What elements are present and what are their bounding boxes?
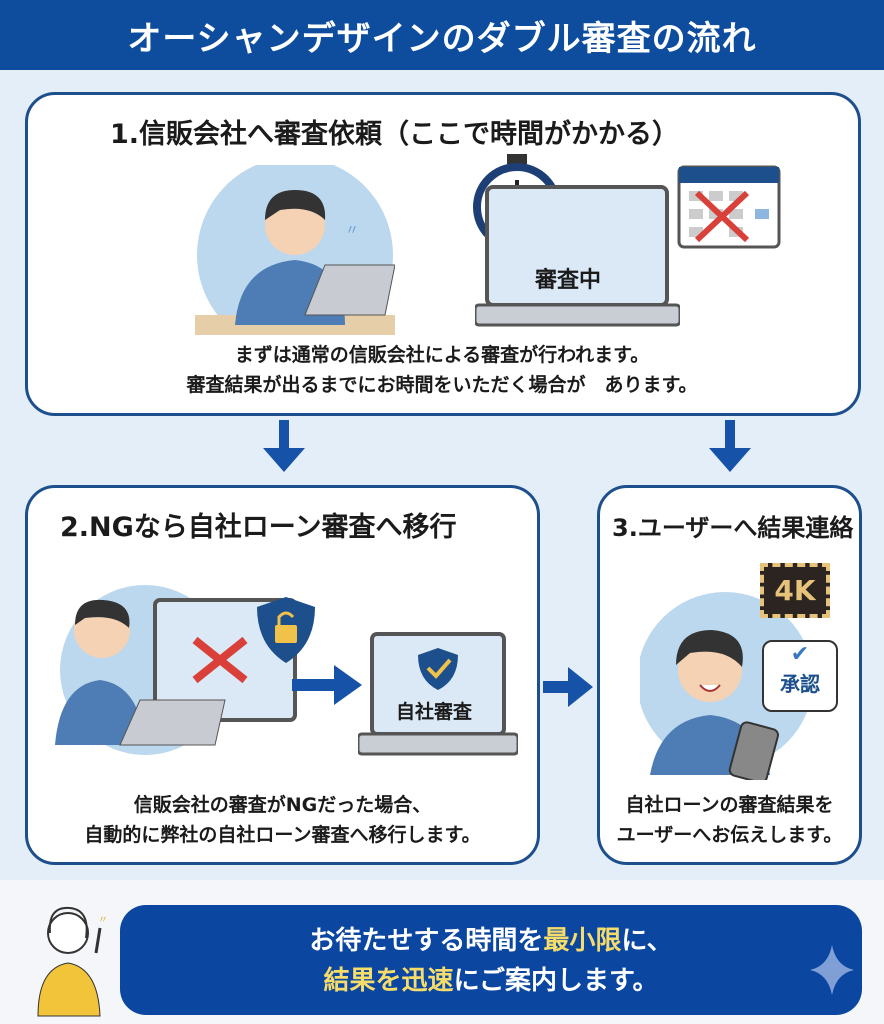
summary-text: に、 xyxy=(621,926,673,956)
step3-title: 3.ユーザーへ結果連絡 xyxy=(612,514,854,542)
arrow-right-icon xyxy=(543,667,593,707)
step2-description-line2: 自動的に弊社の自社ローン審査へ移行します。 xyxy=(84,824,481,846)
summary-line1: お待たせする時間を最小限に、 xyxy=(120,921,862,961)
in-house-review-label: 自社審査 xyxy=(396,701,473,723)
step1-card xyxy=(25,92,861,416)
sparkle-icon xyxy=(810,945,854,995)
summary-text: お待たせする時間を xyxy=(309,926,544,956)
arrow-down-icon xyxy=(709,420,751,475)
page-title: オーシャンデザインのダブル審査の流れ xyxy=(0,0,884,70)
check-icon: ✔ xyxy=(790,642,810,667)
step2-title: 2.NGなら自社ローン審査へ移行 xyxy=(60,512,457,543)
summary-text: にご案内します。 xyxy=(453,966,659,996)
worried-person-illustration: 〃 xyxy=(195,165,395,335)
summary-banner: お待たせする時間を最小限に、 結果を迅速にご案内します。 xyxy=(120,905,862,1015)
arrow-down-icon xyxy=(263,420,305,475)
laptop-in-house-review xyxy=(358,630,518,770)
step2-description-line1: 信販会社の審査がNGだった場合、 xyxy=(133,794,432,816)
shield-lock-icon xyxy=(255,595,317,665)
approval-bubble: ✔ 承認 xyxy=(762,640,838,712)
approval-label: 承認 xyxy=(780,672,820,696)
step1-title: 1.信販会社へ審査依頼（ここで時間がかかる） xyxy=(110,119,680,150)
calendar-cancel-icon xyxy=(677,165,782,250)
laptop-under-review xyxy=(475,185,680,330)
rejected-person-illustration xyxy=(45,570,305,760)
svg-text:〃: 〃 xyxy=(98,915,108,926)
happy-person-illustration xyxy=(640,585,810,780)
step1-description-line2: 審査結果が出るまでにお時間をいただく場合が あります。 xyxy=(186,374,698,396)
svg-text:〃: 〃 xyxy=(345,223,359,239)
under-review-label: 審査中 xyxy=(535,268,602,293)
step3-description-line2: ユーザーへお伝えします。 xyxy=(616,824,843,846)
summary-line2: 結果を迅速にご案内します。 xyxy=(120,961,862,1001)
arrow-right-icon xyxy=(292,665,362,705)
woman-pointing-illustration: 〃 xyxy=(28,898,113,1018)
step1-description-line1: まずは通常の信販会社による審査が行われます。 xyxy=(234,344,650,366)
summary-highlight: 結果を迅速 xyxy=(323,966,454,996)
summary-highlight: 最小限 xyxy=(543,926,622,956)
step3-description-line1: 自社ローンの審査結果を xyxy=(625,794,834,816)
4k-badge: 4K xyxy=(760,563,830,618)
